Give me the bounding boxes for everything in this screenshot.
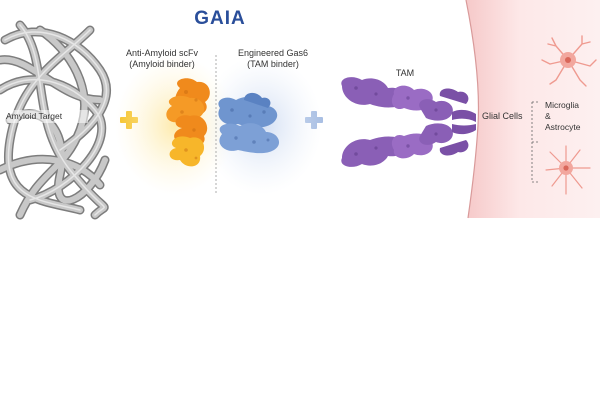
microglia-label: Microglia (545, 100, 580, 110)
gaia-diagram: GAIA Amyloid Target Anti-Amyloid scFv (A… (0, 0, 600, 220)
ampersand-label: & (545, 111, 551, 121)
astrocyte-cell-icon (545, 145, 591, 195)
scfv-label: Anti-Amyloid scFv (Amyloid binder) (112, 48, 212, 70)
gas6-label-line2: (TAM binder) (247, 59, 299, 69)
gas6-label: Engineered Gas6 (TAM binder) (228, 48, 318, 70)
gas6-label-line1: Engineered Gas6 (237, 48, 309, 58)
scfv-label-line2: (Amyloid binder) (129, 59, 195, 69)
amyloid-target-fibers (0, 20, 111, 220)
tam-label: TAM (395, 68, 415, 78)
anti-amyloid-scfv (166, 78, 210, 167)
membrane-edge (465, 0, 480, 219)
tam-receptor (341, 77, 476, 167)
diagram-canvas (0, 0, 600, 220)
cell-bracket (531, 102, 540, 182)
scfv-label-line1: Anti-Amyloid scFv (125, 48, 198, 58)
engineered-gas6 (218, 92, 280, 154)
diagram-title: GAIA (194, 8, 246, 29)
cell-types-label: Microglia & Astrocyte (545, 100, 600, 133)
astrocyte-label: Astrocyte (545, 122, 581, 132)
microglia-cell-icon (541, 35, 597, 87)
glial-cells-label: Glial Cells (482, 111, 523, 121)
amyloid-target-label: Amyloid Target (4, 110, 88, 123)
